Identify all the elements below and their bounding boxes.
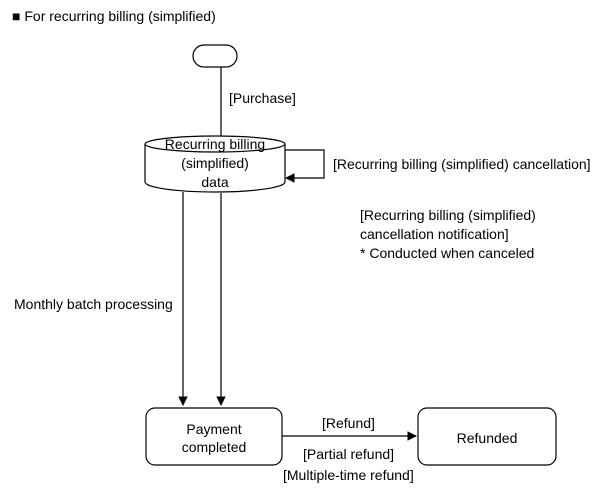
data-store-cylinder	[144, 135, 286, 193]
cancellation-label: [Recurring billing (simplified) cancella…	[333, 156, 591, 172]
partial-refund-label: [Partial refund]	[303, 446, 395, 462]
refund-label: [Refund]	[322, 415, 375, 431]
monthly-batch-label: Monthly batch processing	[14, 296, 173, 312]
cancellation-self-loop	[285, 149, 325, 183]
refunded-node	[417, 407, 557, 466]
diagram-heading: ■ For recurring billing (simplified)	[12, 8, 216, 25]
purchase-label: [Purchase]	[229, 90, 296, 106]
data-store-label-line2: (simplified)	[181, 155, 249, 171]
heading-bullet-icon: ■	[12, 8, 21, 24]
heading-text: For recurring billing (simplified)	[24, 8, 216, 24]
data-store-label-line1: Recurring billing	[164, 136, 266, 152]
notification-label-line2: cancellation notification]	[360, 226, 509, 242]
payment-completed-label-line1: Payment	[186, 421, 242, 437]
start-node	[192, 44, 238, 68]
payment-completed-label-line2: completed	[181, 439, 247, 455]
data-store-label-line3: data	[201, 174, 229, 190]
notification-label-line1: [Recurring billing (simplified)	[360, 207, 536, 223]
notification-note: * Conducted when canceled	[360, 245, 535, 261]
refunded-label: Refunded	[456, 430, 518, 446]
multiple-refund-label: [Multiple-time refund]	[283, 467, 414, 483]
